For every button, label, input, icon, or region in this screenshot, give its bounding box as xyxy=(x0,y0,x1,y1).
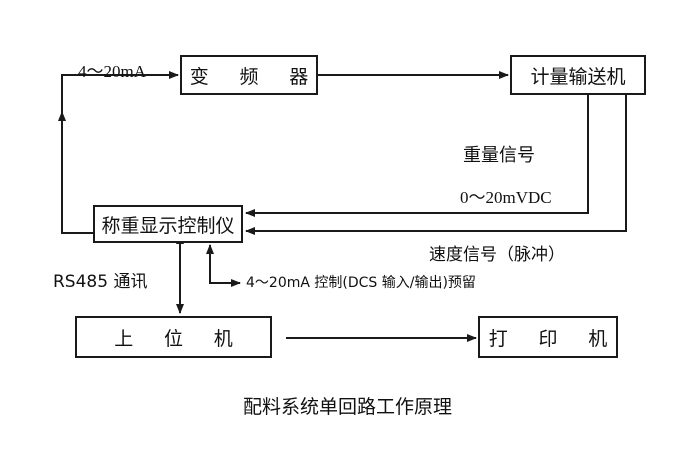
label-weight-signal: 重量信号 xyxy=(463,145,535,166)
box-inverter[interactable]: 变 频 器 xyxy=(180,55,318,95)
box-metering-conveyor-label: 计量输送机 xyxy=(530,66,626,88)
label-rs485: RS485 通讯 xyxy=(53,272,148,292)
label-current-loop: 4～20mA xyxy=(78,62,146,81)
label-weight-range: 0～20mVDC xyxy=(460,188,552,207)
box-inverter-label: 变 频 器 xyxy=(189,66,322,88)
box-weighing-controller[interactable]: 称重显示控制仪 xyxy=(93,205,243,243)
box-host-computer-label: 上 位 机 xyxy=(114,328,246,350)
box-printer-label: 打 印 机 xyxy=(488,328,621,350)
box-weighing-controller-label: 称重显示控制仪 xyxy=(101,215,235,237)
box-metering-conveyor[interactable]: 计量输送机 xyxy=(510,55,646,95)
label-speed-signal: 速度信号（脉冲） xyxy=(429,245,565,265)
label-dcs-reserved: 4～20mA 控制(DCS 输入/输出)预留 xyxy=(246,275,476,291)
wire-speed-signal xyxy=(245,95,627,235)
diagram-caption: 配料系统单回路工作原理 xyxy=(243,396,453,418)
wire-dcs-reserved xyxy=(206,244,228,284)
box-host-computer[interactable]: 上 位 机 xyxy=(75,316,272,358)
box-printer[interactable]: 打 印 机 xyxy=(478,316,618,358)
